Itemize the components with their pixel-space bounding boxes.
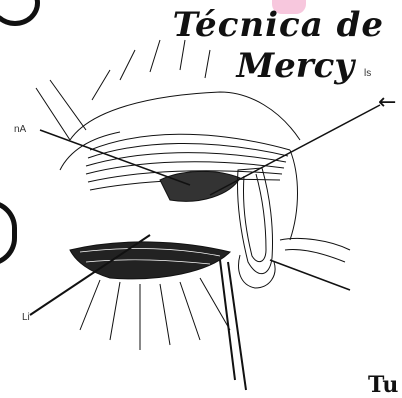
corner-glyph: Tu [368,372,398,398]
label-bottom-left: Li [22,312,30,323]
label-top: ls [364,68,371,79]
label-left: nA [14,124,26,135]
illustration-strokes [30,40,380,390]
